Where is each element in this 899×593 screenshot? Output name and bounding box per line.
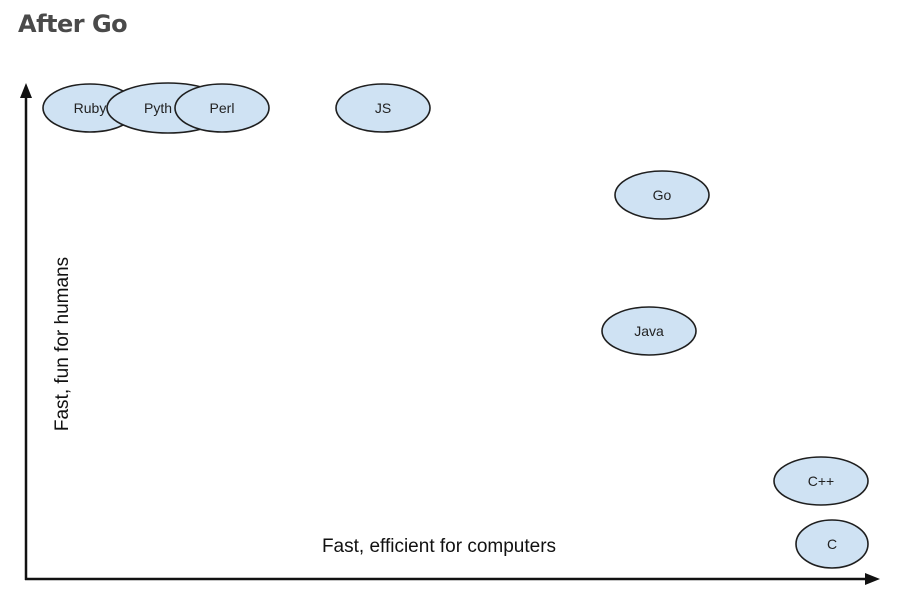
bubble-label-java: Java bbox=[634, 323, 664, 339]
bubble-go: Go bbox=[614, 170, 710, 220]
bubble-label-ruby: Ruby bbox=[74, 100, 107, 116]
bubble-perl: Perl bbox=[174, 83, 270, 133]
bubble-java: Java bbox=[601, 306, 697, 356]
bubble-label-cpp: C++ bbox=[808, 473, 834, 489]
y-axis-label: Fast, fun for humans bbox=[52, 257, 73, 431]
bubble-label-perl: Perl bbox=[210, 100, 235, 116]
x-axis-arrow bbox=[865, 573, 880, 585]
bubble-cpp: C++ bbox=[773, 456, 869, 506]
x-axis-label: Fast, efficient for computers bbox=[322, 536, 556, 557]
bubble-label-python: Pyth bbox=[144, 100, 172, 116]
bubble-label-c: C bbox=[827, 536, 837, 552]
bubble-c: C bbox=[795, 519, 869, 569]
y-axis-arrow bbox=[20, 83, 32, 98]
bubble-js: JS bbox=[335, 83, 431, 133]
page-title: After Go bbox=[18, 10, 128, 38]
bubble-label-go: Go bbox=[653, 187, 672, 203]
bubble-label-js: JS bbox=[375, 100, 391, 116]
